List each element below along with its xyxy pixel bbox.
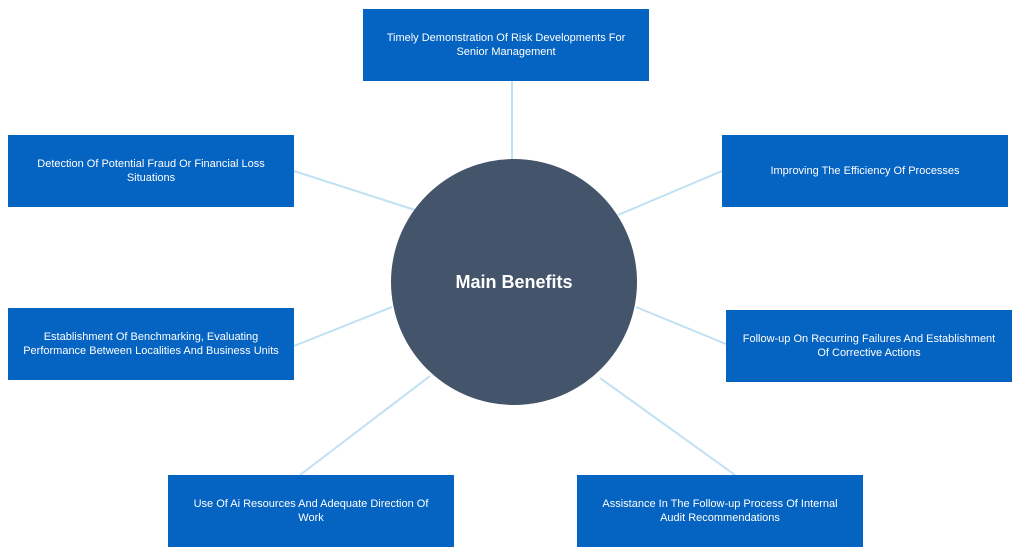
connector-line (617, 170, 723, 216)
benefit-label: Improving The Efficiency Of Processes (770, 165, 960, 177)
benefit-label: Establishment Of Benchmarking, Evaluatin… (23, 331, 279, 357)
benefit-label: Assistance In The Follow-up Process Of I… (602, 498, 838, 524)
benefit-box-benchmarking: Establishment Of Benchmarking, Evaluatin… (8, 308, 294, 380)
connector-line (635, 306, 727, 345)
connector-line (293, 170, 416, 211)
benefit-label: Detection Of Potential Fraud Or Financia… (37, 158, 265, 184)
center-label: Main Benefits (455, 271, 573, 292)
benefit-label: Timely Demonstration Of Risk Development… (386, 32, 626, 58)
center-circle: Main Benefits (391, 159, 637, 405)
benefit-label: Follow-up On Recurring Failures And Esta… (742, 333, 996, 359)
connector-line (599, 377, 736, 476)
benefit-box-risk-developments: Timely Demonstration Of Risk Development… (363, 9, 649, 81)
benefit-label: Use Of Ai Resources And Adequate Directi… (193, 498, 429, 524)
benefit-box-ai-resources: Use Of Ai Resources And Adequate Directi… (168, 475, 454, 547)
connector-line (293, 306, 393, 347)
benefit-box-fraud-detection: Detection Of Potential Fraud Or Financia… (8, 135, 294, 207)
connector-line (299, 375, 431, 476)
benefit-box-recurring-failures: Follow-up On Recurring Failures And Esta… (726, 310, 1012, 382)
benefit-box-process-efficiency: Improving The Efficiency Of Processes (722, 135, 1008, 207)
benefit-box-audit-recommendations: Assistance In The Follow-up Process Of I… (577, 475, 863, 547)
